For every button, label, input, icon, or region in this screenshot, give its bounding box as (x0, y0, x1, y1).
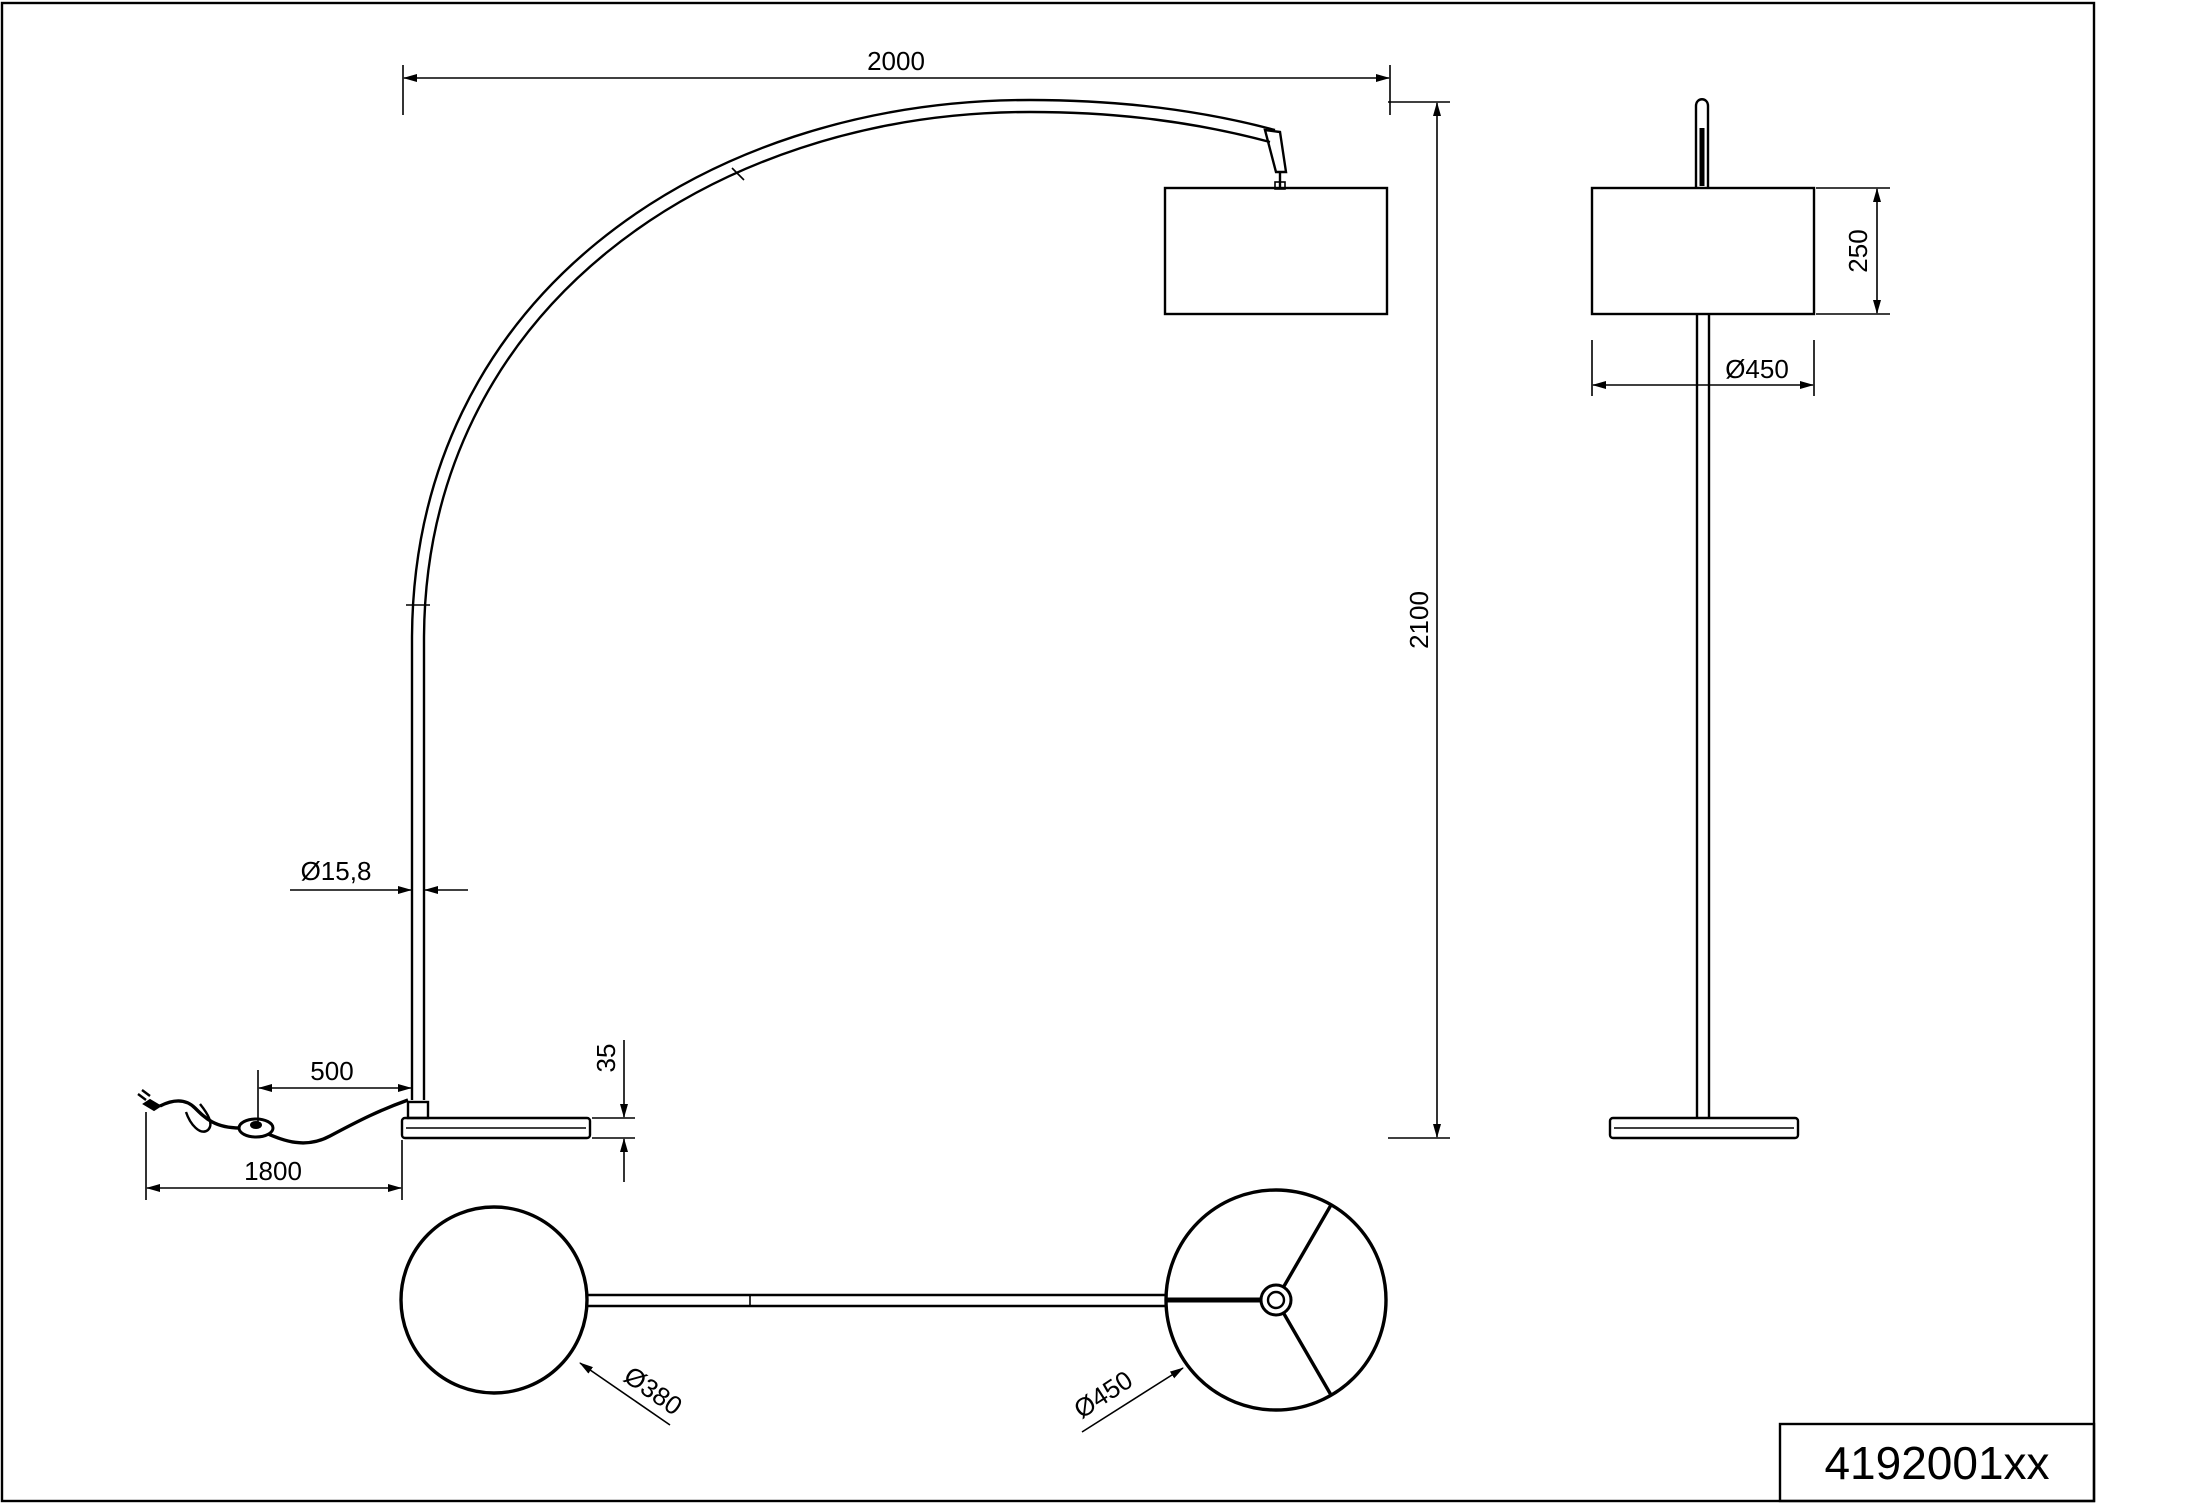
arc-tube-outer (410, 98, 1276, 1100)
power-cable (257, 1098, 409, 1145)
dim-total-height: 2100 (1388, 101, 1450, 1139)
dim-cable-length-label: 1800 (244, 1156, 302, 1186)
dim-arm-span-label: 2000 (867, 46, 925, 76)
dim-shade-height-label: 250 (1843, 229, 1873, 272)
front-view-lamp (1590, 98, 1816, 1140)
dim-cable-switch: 500 (257, 1056, 413, 1122)
top-view-lamp (399, 1188, 1388, 1412)
side-view-arc-lamp (137, 98, 1389, 1145)
base-circle-top (399, 1205, 589, 1395)
dim-shade-diameter-top: Ø450 (1068, 1365, 1184, 1433)
dim-base-height-label: 35 (591, 1044, 621, 1073)
part-number: 4192001xx (1824, 1437, 2049, 1489)
lamp-base-side (400, 1116, 592, 1140)
dim-base-height: 35 (591, 1040, 635, 1182)
dim-shade-height: 250 (1816, 187, 1890, 315)
arc-tube-inner (422, 110, 1271, 1100)
power-plug (137, 1089, 162, 1112)
dim-shade-diameter-side-label: Ø450 (1725, 354, 1789, 384)
lamp-base-front (1608, 1116, 1800, 1140)
lamp-shade-front (1590, 186, 1816, 316)
dim-tube-diameter: Ø15,8 (290, 856, 468, 894)
title-block: 4192001xx (1778, 1422, 2096, 1503)
lamp-shade-side (1163, 186, 1389, 316)
dim-arm-span: 2000 (402, 46, 1391, 115)
dim-base-diameter: Ø380 (579, 1360, 688, 1426)
dim-base-diameter-label: Ø380 (619, 1360, 688, 1421)
dim-total-height-label: 2100 (1404, 591, 1434, 649)
drawing-frame (0, 1, 2096, 1503)
dim-shade-diameter-side: Ø450 (1591, 340, 1815, 396)
dim-tube-diameter-label: Ø15,8 (301, 856, 372, 886)
dim-cable-length: 1800 (145, 1112, 403, 1200)
dim-shade-diameter-top-label: Ø450 (1068, 1365, 1138, 1425)
dim-cable-switch-label: 500 (310, 1056, 353, 1086)
